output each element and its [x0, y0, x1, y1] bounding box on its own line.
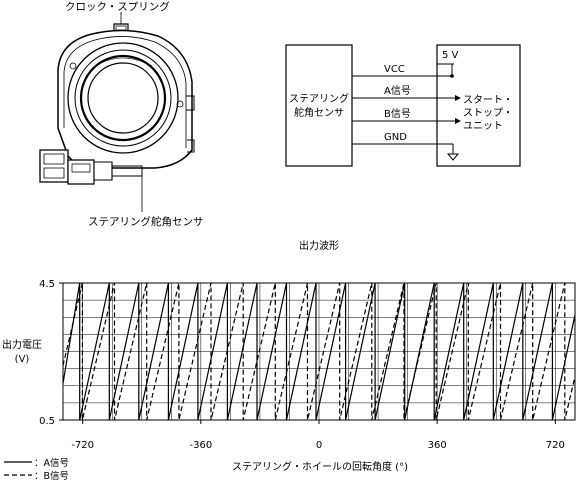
legend-label-b: ：B信号: [34, 470, 69, 482]
label-b-signal: B信号: [384, 108, 411, 120]
unit-box-label-3: ユニット: [463, 121, 503, 132]
arrow-a-signal: [455, 95, 461, 101]
callout-clock-spring: クロック・スプリング: [65, 0, 170, 13]
start-stop-unit-box: [436, 44, 521, 167]
y-tick-label: 4.5: [39, 279, 55, 290]
x-tick-label: -720: [71, 440, 94, 451]
x-tick-label: -360: [189, 440, 212, 451]
chart-series: [62, 282, 576, 421]
legend-label-a: ：A信号: [34, 457, 69, 469]
y-tick-label: 0.5: [39, 416, 55, 427]
sensor-box-label-2: 舵角センサ: [294, 106, 344, 119]
circuit-diagram: ステアリング 舵角センサ スタート・ ストップ・ ユニット 5 V VCC A信…: [285, 44, 521, 167]
supply-label: 5 V: [442, 50, 459, 61]
label-gnd: GND: [384, 132, 407, 143]
x-axis-label: ステアリング・ホイールの回転角度 (°): [232, 460, 408, 473]
chart-grid: [63, 283, 575, 420]
series-a-signal: [62, 282, 576, 421]
callout-steering-angle-sensor: ステアリング舵角センサ: [88, 215, 204, 228]
y-axis-label-2: (V): [15, 354, 30, 365]
arrow-b-signal: [455, 118, 461, 124]
series-b-signal: [62, 282, 576, 421]
chart-title: 出力波形: [299, 239, 339, 252]
unit-box-label-2: ストップ・: [463, 107, 513, 119]
sensor-box: [285, 44, 353, 167]
chart-legend: ：A信号：B信号: [4, 457, 69, 482]
waveform-chart: 出力波形 出力電圧 (V) -720 -360 0 360 720 0.5 4.5 ステアリ…: [2, 239, 576, 482]
x-tick-label: 0: [316, 440, 322, 451]
label-a-signal: A信号: [384, 85, 411, 97]
sensor-box-label-1: ステアリング: [289, 92, 349, 105]
y-axis-label-1: 出力電圧: [2, 338, 42, 351]
x-tick-label: 720: [546, 440, 565, 451]
x-tick-label: 360: [428, 440, 447, 451]
steering-angle-sensor-illustration: クロック・スプリング ステアリング舵角センサ: [39, 0, 204, 228]
label-vcc: VCC: [384, 64, 405, 75]
axis-ticks: -720 -360 0 360 720 0.5 4.5: [39, 279, 565, 451]
unit-box-label-1: スタート・: [463, 94, 513, 106]
ground-symbol: [446, 153, 460, 161]
